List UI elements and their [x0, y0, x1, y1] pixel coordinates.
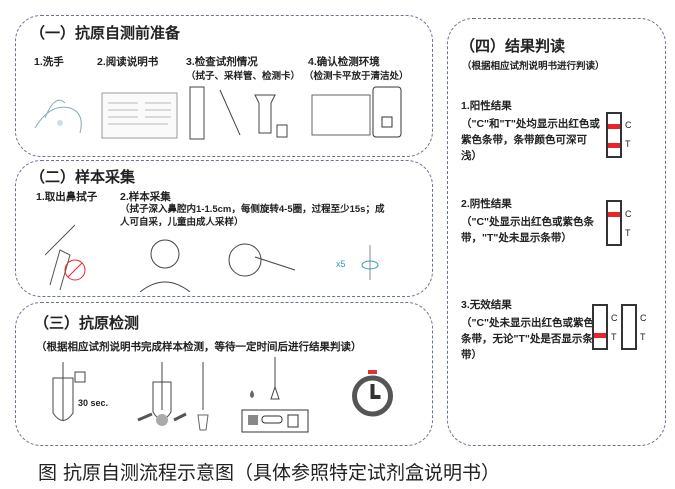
step-note: （检测卡平放于清洁处） [304, 71, 409, 82]
section-testing [15, 302, 433, 446]
step-note: （拭子深入鼻腔内1-1.5cm，每侧旋转4-5圈，过程至少15s；成人可自采，儿… [120, 204, 385, 228]
step-label: 3.检查试剂情况 [186, 56, 258, 68]
result-title-negative: 2.阴性结果 [461, 198, 512, 210]
section-note: （根据相应试剂说明书进行判读） [462, 61, 605, 72]
rotation-count: x5 [336, 259, 346, 269]
swab-package-icon [44, 224, 86, 290]
swab-tube-icon [52, 362, 86, 421]
result-desc-positive: （"C"和"T"处均显示出红色或紫色条带，条带颜色可深可浅） [461, 118, 600, 162]
adult-sampling-icon [139, 239, 191, 292]
section-sampling [15, 160, 433, 297]
section-title: （二）样本采集 [30, 169, 136, 186]
hand-washing-icon [34, 99, 82, 134]
step-label: 1.取出鼻拭子 [36, 191, 98, 203]
instruction-manual-icon [101, 92, 178, 139]
section-title: （三）抗原检测 [34, 315, 140, 332]
section-title: （四）结果判读 [460, 38, 566, 55]
stopwatch-icon [352, 370, 393, 417]
section-preparation [15, 15, 433, 157]
drop-sample-icon [241, 357, 309, 433]
result-title-invalid: 3.无效结果 [461, 299, 512, 311]
result-title-positive: 1.阳性结果 [461, 100, 512, 112]
test-kit-icon [189, 86, 288, 140]
step-note: （拭子、采样管、检测卡） [186, 71, 301, 82]
timer-label: 30 sec. [78, 398, 109, 408]
step-label: 2.阅读说明书 [97, 56, 159, 68]
result-desc-invalid: （"C"处未显示出红色或紫色条带，无论"T"处是否显示条带） [461, 317, 595, 361]
step-label: 1.洗手 [34, 56, 64, 68]
step-label: 2.样本采集 [120, 191, 171, 203]
nostril-rotation-icon [361, 245, 379, 280]
child-sampling-icon [228, 243, 296, 277]
section-title: （一）抗原自测前准备 [30, 25, 181, 42]
section-results [447, 18, 666, 446]
step-label: 4.确认检测环境 [308, 56, 380, 68]
squeeze-tube-icon [137, 362, 209, 431]
figure-caption: 图 抗原自测流程示意图（具体参照特定试剂盒说明书） [38, 462, 501, 484]
test-card-on-table-icon [311, 86, 402, 138]
step-note: （根据相应试剂说明书完成样本检测，等待一定时间后进行结果判读） [36, 341, 362, 353]
result-desc-negative: （"C"处显示出红色或紫色条带，"T"处未显示条带） [461, 216, 595, 244]
